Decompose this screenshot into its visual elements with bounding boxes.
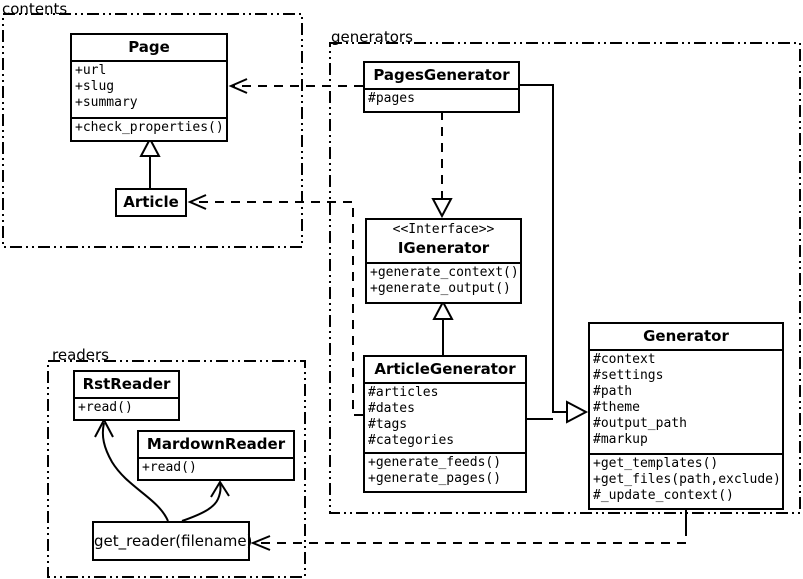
method: #_update_context(): [593, 488, 734, 503]
attribute: #theme: [593, 400, 640, 415]
method: +generate_feeds(): [368, 455, 502, 470]
open-arrowhead-icon: [187, 194, 207, 210]
methods-compartment: +generate_feeds() +generate_pages(): [365, 452, 525, 491]
package-contents-border: [2, 13, 303, 248]
hollow-triangle-icon: [432, 299, 454, 320]
attributes-compartment: +url +slug +summary: [72, 60, 226, 117]
class-name: IGenerator: [397, 239, 490, 257]
class-title: MardownReader: [146, 435, 286, 453]
package-label-readers: readers: [52, 346, 109, 364]
attribute: +url: [75, 63, 107, 78]
package-label-contents: contents: [2, 0, 68, 18]
methods-compartment: +generate_context() +generate_output(): [367, 262, 520, 302]
method: +generate_context(): [370, 265, 519, 280]
class-title: RstReader: [82, 375, 171, 393]
method: +read(): [78, 400, 133, 415]
arrow-getreader-rstreader: [101, 422, 169, 522]
method: +check_properties(): [75, 120, 224, 135]
methods-compartment: +read(): [139, 457, 293, 479]
attributes-compartment: #pages: [365, 88, 518, 111]
class-title: Generator: [643, 327, 729, 345]
methods-compartment: +check_properties(): [72, 117, 226, 140]
method: +get_templates(): [593, 456, 719, 471]
attributes-compartment: #articles #dates #tags #categories: [365, 382, 525, 452]
package-generators-border: [329, 42, 801, 514]
open-arrowhead-icon: [210, 480, 230, 498]
methods-compartment: +read(): [75, 397, 178, 419]
dependency-generator-getreader: [256, 527, 687, 544]
class-title: <<Interface>> IGenerator: [367, 220, 520, 262]
class-box-mardownreader: MardownReader +read(): [137, 430, 295, 481]
attribute: #dates: [368, 401, 415, 416]
class-title: Article: [123, 193, 179, 211]
class-box-rstreader: RstReader +read(): [73, 370, 180, 421]
attribute: #categories: [368, 433, 455, 448]
class-box-articlegenerator: ArticleGenerator #articles #dates #tags …: [363, 355, 527, 493]
attribute: #articles: [368, 385, 439, 400]
class-title: PagesGenerator: [373, 66, 510, 84]
attribute: +summary: [75, 95, 138, 110]
open-arrowhead-icon: [250, 535, 271, 551]
method: +get_files(path,exclude): [593, 472, 781, 487]
attribute: #context: [593, 352, 656, 367]
attribute: #output_path: [593, 416, 687, 431]
hollow-triangle-icon: [139, 136, 161, 157]
attribute: #markup: [593, 432, 648, 447]
hollow-triangle-icon: [431, 198, 453, 219]
open-arrowhead-icon: [228, 78, 248, 94]
method: +generate_pages(): [368, 471, 502, 486]
class-box-generator: Generator #context #settings #path #them…: [588, 322, 784, 510]
class-box-article: Article: [115, 188, 187, 217]
package-label-generators: generators: [331, 28, 413, 46]
class-box-page: Page +url +slug +summary +check_properti…: [70, 33, 228, 142]
methods-compartment: +get_templates() +get_files(path,exclude…: [590, 453, 782, 508]
attribute: #tags: [368, 417, 408, 432]
attribute: #settings: [593, 368, 664, 383]
generalization-pagesgenerator-generator: [520, 84, 566, 413]
class-box-igenerator: <<Interface>> IGenerator +generate_conte…: [365, 218, 522, 304]
hollow-triangle-icon: [566, 400, 589, 424]
class-title: ArticleGenerator: [374, 360, 516, 378]
method: +read(): [142, 460, 197, 475]
dependency-articlegenerator-article: [191, 201, 363, 416]
attribute: #pages: [368, 91, 415, 106]
attributes-compartment: #context #settings #path #theme #output_…: [590, 349, 782, 453]
attribute: +slug: [75, 79, 115, 94]
method: +generate_output(): [370, 281, 511, 296]
function-node-get-reader: get_reader(filename): [92, 521, 252, 561]
class-box-pagesgenerator: PagesGenerator #pages: [363, 61, 520, 113]
stereotype-label: <<Interface>>: [392, 222, 495, 237]
arrow-getreader-mardownreader: [181, 483, 222, 522]
package-readers-border: [47, 360, 306, 578]
attribute: #path: [593, 384, 633, 399]
class-title: Page: [128, 38, 170, 56]
